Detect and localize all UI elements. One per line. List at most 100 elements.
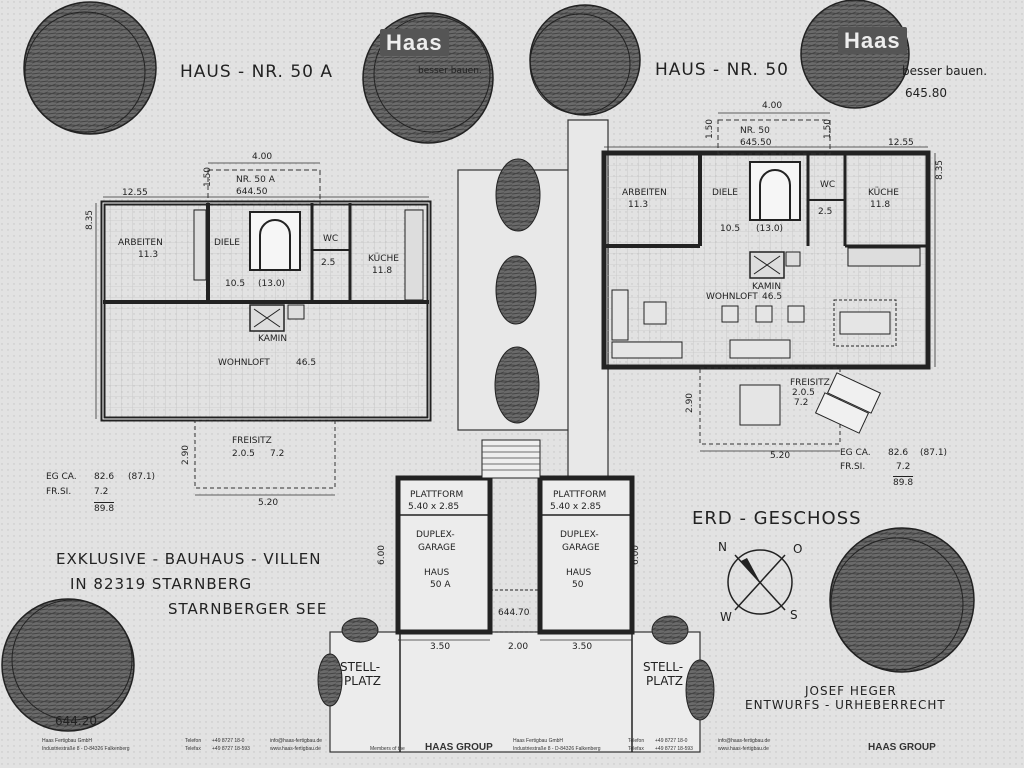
garage-right-haus: HAUS bbox=[566, 568, 592, 578]
compass-w: W bbox=[720, 610, 732, 624]
garage-left-duplex2: GARAGE bbox=[418, 543, 456, 553]
footer-email-right: info@haas-fertigbau.de bbox=[718, 738, 771, 744]
footer-fax-right: +49 8727 18-593 bbox=[655, 746, 693, 752]
center-stairs bbox=[481, 439, 541, 633]
left-house-depth: 8.35 bbox=[85, 209, 96, 231]
footer-web: www.haas-fertigbau.de bbox=[270, 746, 321, 752]
left-arbeiten-label: ARBEITEN bbox=[118, 238, 163, 248]
right-summary-eg-label: EG CA. bbox=[840, 448, 871, 458]
garage-right-nr: 50 bbox=[572, 580, 584, 590]
right-terrace-size: 2.0.5 bbox=[792, 388, 815, 398]
right-entry-width: 4.00 bbox=[762, 101, 783, 111]
left-summary-eg-label: EG CA. bbox=[46, 472, 77, 482]
footer-fax-label-right: Telefax bbox=[628, 746, 644, 752]
floor-title: ERD - GESCHOSS bbox=[692, 508, 862, 529]
left-diele-area: 10.5 bbox=[225, 279, 246, 289]
footer-company-right: Haas Fertigbau GmbH bbox=[513, 738, 564, 744]
right-house-depth: 8.35 bbox=[935, 159, 946, 181]
left-entry-nr: NR. 50 A bbox=[236, 175, 275, 185]
right-terrace-depth: 2.90 bbox=[685, 392, 696, 414]
haas-slogan-left: besser bauen. bbox=[418, 66, 482, 76]
haas-slogan-right: besser bauen. bbox=[902, 64, 988, 78]
right-entry-depth-right: 1.50 bbox=[823, 118, 834, 140]
left-wc-label: WC bbox=[323, 234, 339, 244]
left-terrace-depth: 2.90 bbox=[181, 444, 192, 466]
right-terrace-area: 7.2 bbox=[794, 398, 809, 408]
left-house-outline bbox=[100, 169, 432, 422]
left-house-title: HAUS - NR. 50 A bbox=[180, 62, 333, 82]
author-name: JOSEF HEGER bbox=[805, 684, 897, 698]
footer-company: Haas Fertigbau GmbH bbox=[42, 738, 93, 744]
right-summary-fr-value: 7.2 bbox=[896, 462, 911, 472]
driveway bbox=[329, 631, 701, 753]
footer-phone-right: +49 8727 18-0 bbox=[655, 738, 688, 744]
right-summary-eg-value: 82.6 bbox=[888, 448, 909, 458]
parking-right-2: PLATZ bbox=[646, 674, 684, 688]
right-house-title: HAUS - NR. 50 bbox=[655, 60, 789, 80]
left-entry-width: 4.00 bbox=[252, 152, 273, 162]
tree-bottom-left bbox=[1, 598, 135, 732]
right-terrace-table bbox=[739, 384, 781, 426]
tree-bottom-right bbox=[829, 527, 975, 673]
shrub-row bbox=[317, 158, 715, 721]
garage-left-nr: 50 A bbox=[430, 580, 451, 590]
garage-right-platform: PLATTFORM bbox=[553, 490, 607, 500]
left-diele-label: DIELE bbox=[214, 238, 240, 248]
garage-left-width: 3.50 bbox=[430, 642, 451, 652]
haas-logo-right: Haas bbox=[838, 27, 907, 54]
garage-left-depth: 6.00 bbox=[377, 544, 388, 566]
right-diele-label: DIELE bbox=[712, 188, 738, 198]
footer-address-right: Industriestraße 8 - D-84326 Falkenberg bbox=[513, 746, 601, 752]
right-diele-area-paren: (13.0) bbox=[756, 224, 784, 234]
garage-right-duplex1: DUPLEX- bbox=[560, 530, 599, 540]
left-summary-fr-value: 7.2 bbox=[94, 487, 109, 497]
right-arbeiten-label: ARBEITEN bbox=[622, 188, 667, 198]
right-wohnloft-area: 46.5 bbox=[762, 292, 783, 302]
left-summary-total: 89.8 bbox=[94, 502, 115, 514]
author-rights: ENTWURFS - URHEBERRECHT bbox=[745, 698, 946, 712]
garage-right-depth: 6.00 bbox=[631, 544, 642, 566]
compass-s: S bbox=[790, 608, 798, 622]
garage-right-outline bbox=[537, 475, 635, 635]
left-wohnloft-label: WOHNLOFT bbox=[218, 358, 270, 368]
footer-address: Industriestraße 8 - D-84326 Falkenberg bbox=[42, 746, 130, 752]
right-terrace-lounger-2 bbox=[814, 392, 870, 434]
right-arbeiten-area: 11.3 bbox=[628, 200, 649, 210]
right-terrace-lounger bbox=[826, 372, 882, 414]
footer-fax-label: Telefax bbox=[185, 746, 201, 752]
footer-group-right: HAAS GROUP bbox=[868, 742, 936, 753]
footer-phone-label-right: Telefon bbox=[628, 738, 645, 744]
left-terrace-area: 7.2 bbox=[270, 449, 285, 459]
garage-left-outline bbox=[395, 475, 493, 635]
left-terrace bbox=[194, 419, 336, 489]
left-house-width: 12.55 bbox=[122, 188, 148, 198]
parking-left-1: STELL- bbox=[340, 660, 381, 674]
project-line-1: EXKLUSIVE - BAUHAUS - VILLEN bbox=[56, 550, 322, 568]
left-terrace-width: 5.20 bbox=[258, 498, 279, 508]
footer-group: HAAS GROUP bbox=[425, 742, 493, 753]
right-summary-eg-paren: (87.1) bbox=[920, 448, 948, 458]
garage-right-duplex2: GARAGE bbox=[562, 543, 600, 553]
dimension-lines bbox=[95, 112, 936, 641]
left-wc-area: 2.5 bbox=[321, 258, 336, 268]
tree-top-right bbox=[800, 0, 910, 109]
garage-gap: 2.00 bbox=[508, 642, 529, 652]
project-line-2: IN 82319 STARNBERG bbox=[70, 575, 253, 593]
garage-right-platform-size: 5.40 x 2.85 bbox=[550, 502, 602, 512]
right-kueche-label: KÜCHE bbox=[868, 188, 899, 198]
left-kamin-label: KAMIN bbox=[258, 334, 288, 344]
left-arbeiten-area: 11.3 bbox=[138, 250, 159, 260]
right-kamin-label: KAMIN bbox=[752, 282, 782, 292]
right-entry-depth-left: 1.50 bbox=[705, 118, 716, 140]
right-summary-fr-label: FR.SI. bbox=[840, 462, 866, 472]
footer-email: info@haas-fertigbau.de bbox=[270, 738, 323, 744]
right-wohnloft-label: WOHNLOFT bbox=[706, 292, 758, 302]
left-summary-eg-value: 82.6 bbox=[94, 472, 115, 482]
right-entry-level: 645.50 bbox=[740, 138, 772, 148]
right-walkway bbox=[567, 119, 609, 481]
right-terrace-label: FREISITZ bbox=[790, 378, 830, 388]
right-wc-label: WC bbox=[820, 180, 836, 190]
right-entry-nr: NR. 50 bbox=[740, 126, 770, 136]
